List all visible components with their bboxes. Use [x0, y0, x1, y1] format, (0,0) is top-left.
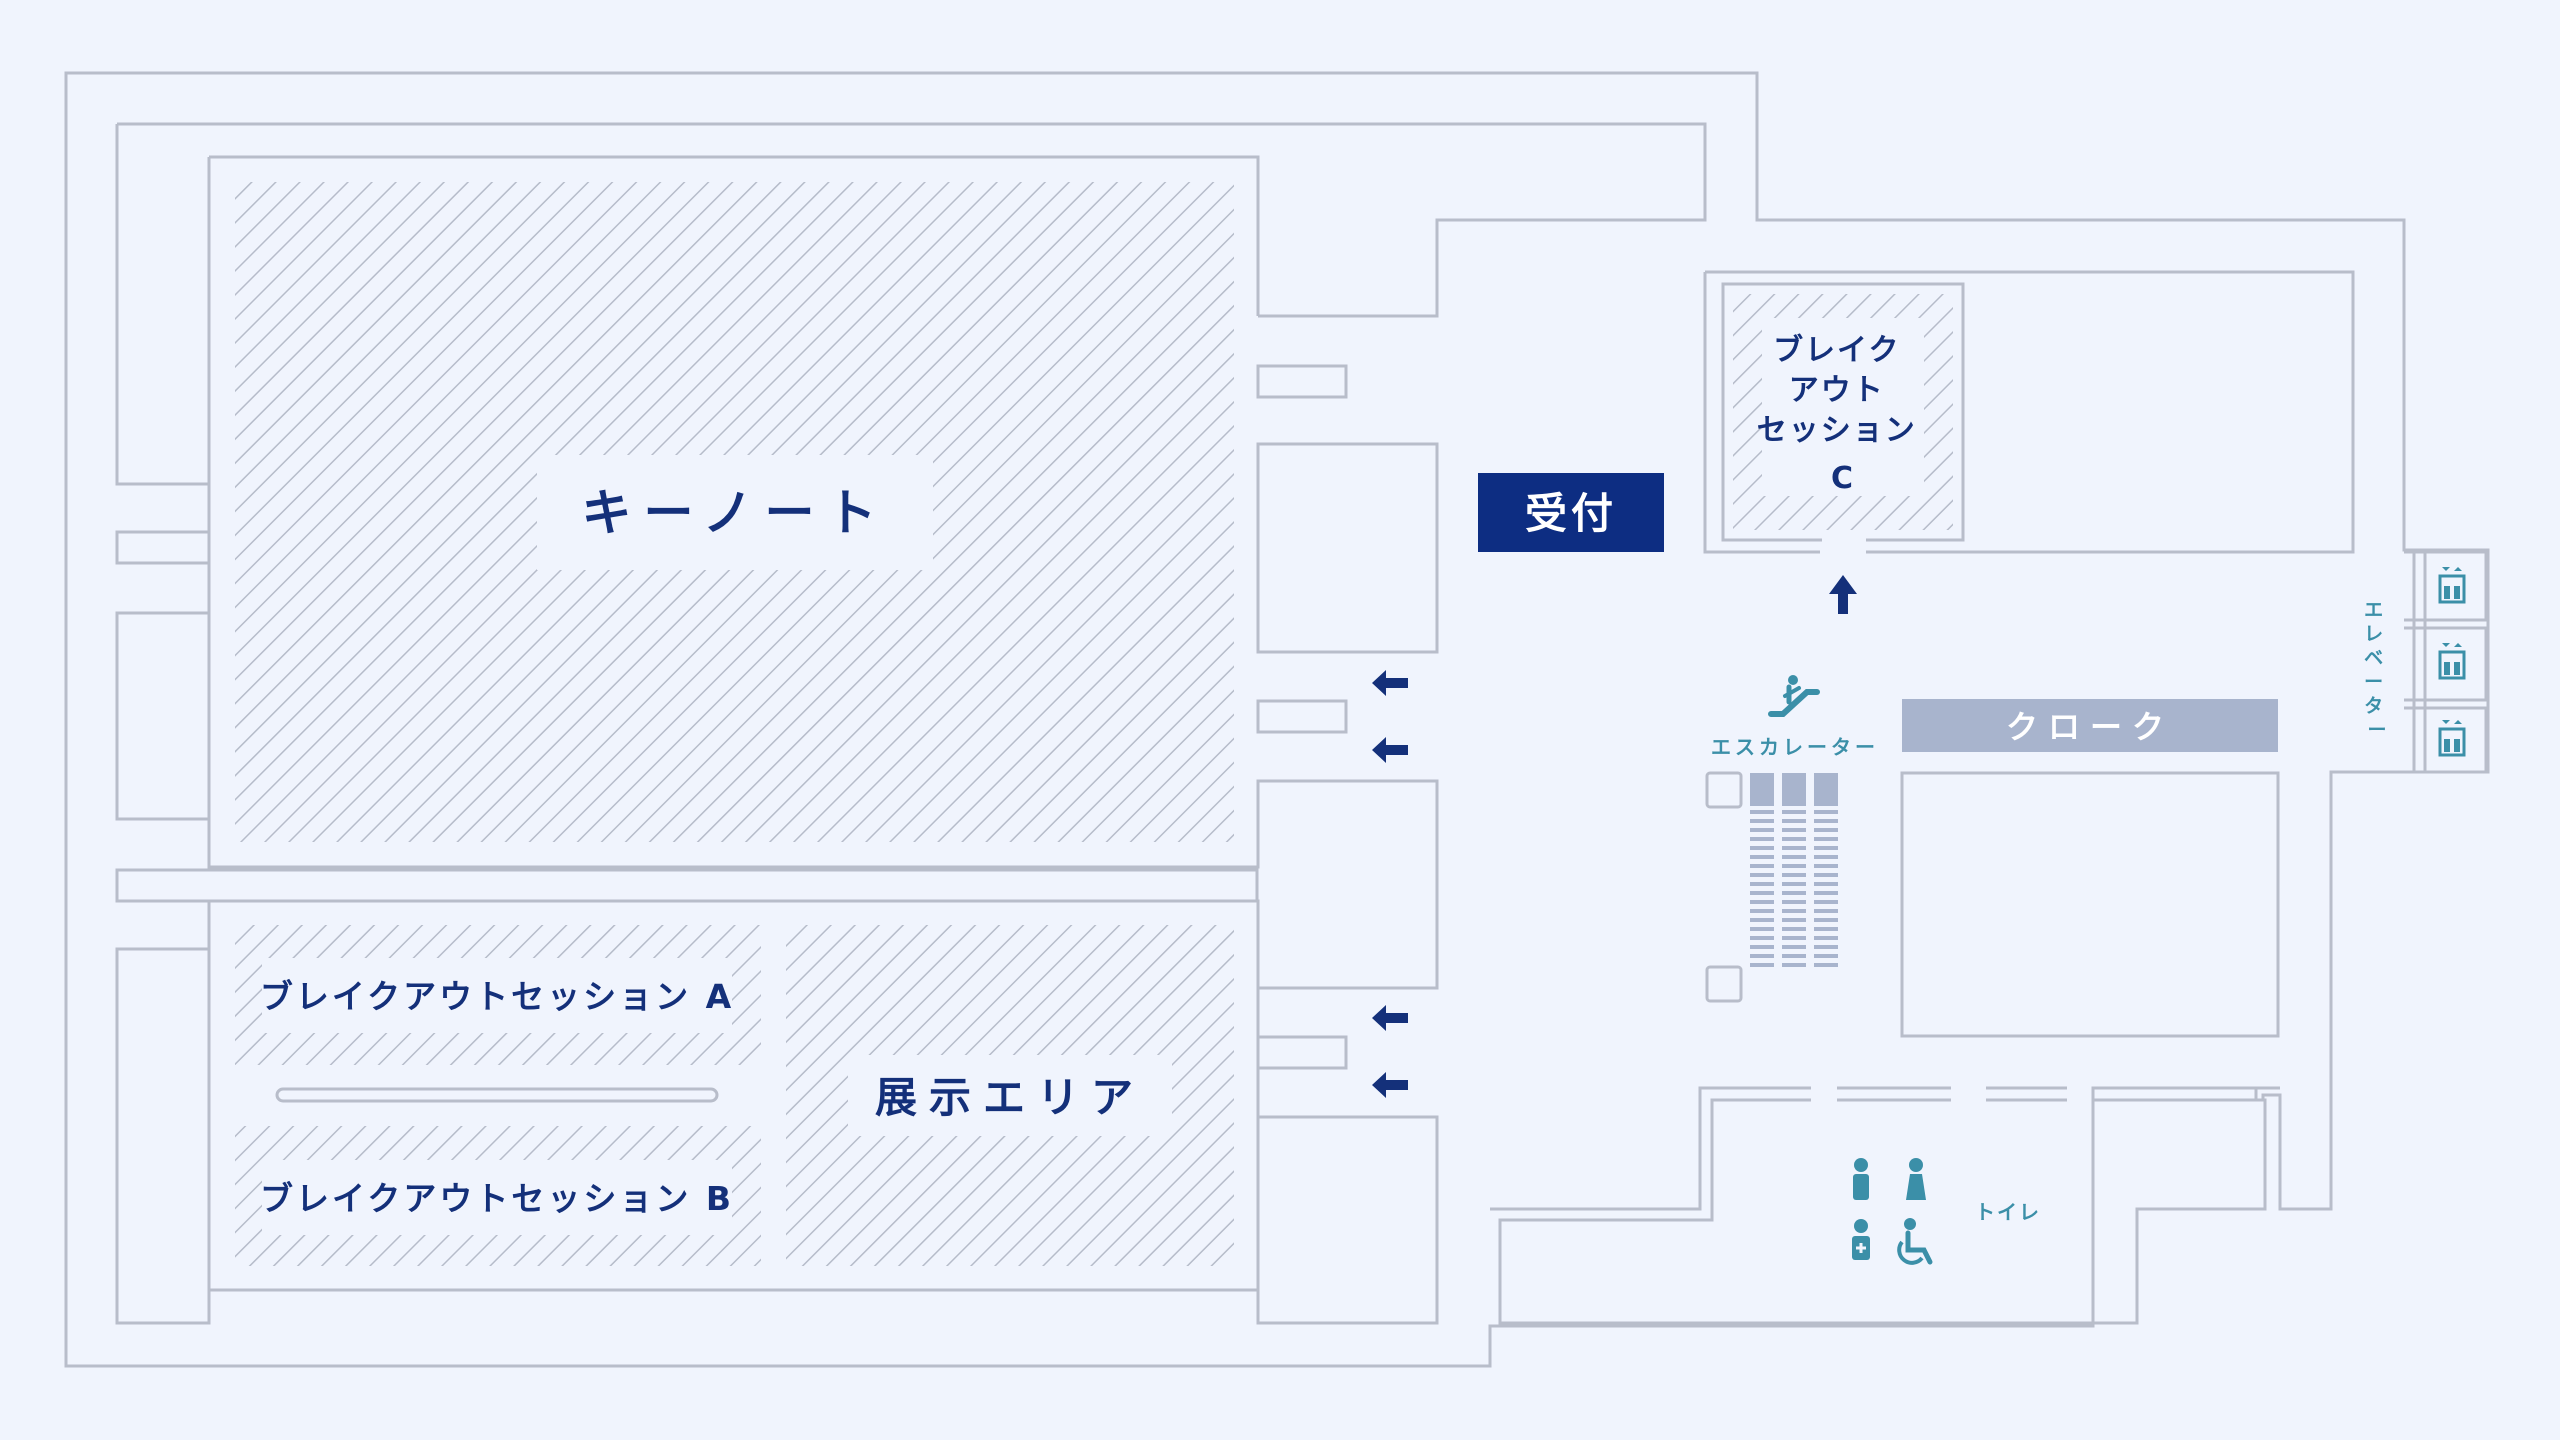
building-outline — [64, 71, 2490, 1368]
keynote-label: キーノート — [582, 484, 889, 542]
partition-bar — [275, 1087, 719, 1103]
baby-care-icon — [1852, 1219, 1870, 1260]
exhibition-label: 展示エリア — [875, 1073, 1145, 1122]
breakout-c-label: ブレイク アウト セッション C — [1757, 333, 1929, 496]
toilet-label: トイレ — [1975, 1200, 2041, 1224]
wheelchair-icon — [1897, 1218, 1933, 1265]
arrow-left-icon — [1372, 1005, 1408, 1031]
inner-wall — [117, 122, 1707, 318]
elevator-label: エ レ ベ ー タ ー — [2364, 599, 2390, 741]
breakout-c-door — [1822, 530, 1866, 542]
breakout-a-label: ブレイクアウトセッション A — [260, 977, 734, 1016]
arrow-left-icon — [1372, 1072, 1408, 1098]
arrow-up-icon — [1829, 575, 1857, 614]
small-room-east-2 — [1256, 699, 1348, 734]
escalator-landing-bottom — [1705, 965, 1743, 1003]
small-room-west-2 — [115, 611, 211, 821]
cloak-label: クローク — [2006, 708, 2174, 746]
cloak-counter[interactable] — [1902, 699, 2278, 752]
reception-desk[interactable] — [1478, 473, 1664, 552]
breakout-b-label: ブレイクアウトセッション B — [260, 1179, 734, 1218]
breakout-b-label-box — [262, 1160, 732, 1235]
escalator-landing-top — [1705, 771, 1743, 809]
arrow-left-icon — [1372, 670, 1408, 696]
breakout-a-label-box — [262, 958, 732, 1033]
elevator-icon — [2438, 718, 2466, 757]
exhibition-label-box — [848, 1055, 1172, 1136]
keynote-label-box — [537, 455, 933, 570]
room-east-3 — [1256, 1115, 1439, 1325]
small-room-west-1 — [115, 530, 211, 565]
reception-label: 受付 — [1525, 489, 1617, 538]
room-east-1 — [1256, 442, 1439, 654]
cloak-room — [1900, 771, 2280, 1038]
small-room-east-1 — [1256, 364, 1348, 399]
small-room-east-3 — [1256, 1035, 1348, 1070]
arrow-left-icon — [1372, 737, 1408, 763]
escalator-label: エスカレーター — [1711, 735, 1879, 759]
breakout-c-label-box — [1762, 318, 1924, 496]
escalator-icon — [1768, 675, 1820, 717]
woman-icon — [1906, 1158, 1926, 1200]
man-icon — [1853, 1158, 1869, 1200]
corridor-mid — [115, 868, 1259, 903]
elevator-icon — [2438, 641, 2466, 680]
elevator-icon — [2438, 565, 2466, 604]
